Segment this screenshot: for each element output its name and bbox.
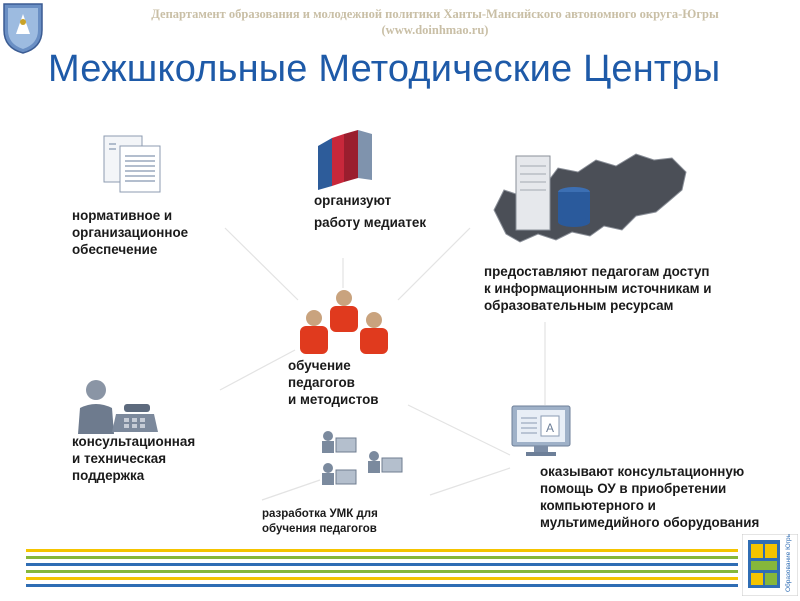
stripe: [26, 584, 738, 587]
stripe: [26, 563, 738, 566]
coat-of-arms-icon: [3, 3, 43, 54]
server-map-wrap: [486, 150, 696, 250]
node-resource-access: предоставляют педагогам доступ к информа…: [484, 264, 712, 313]
documents-icon: [103, 135, 161, 193]
header-website: (www.doinhmao.ru): [381, 23, 489, 37]
documents-icon-wrap: [100, 134, 164, 196]
node-equipment-consulting: оказывают консультационную помощь ОУ в п…: [540, 464, 760, 530]
node-umk-development: разработка УМК для обучения педагогов: [262, 508, 378, 535]
people-group-icon: [300, 290, 388, 354]
node-media-library: организуют работу медиатек: [314, 193, 427, 230]
yugra-logo: Образование Югры: [741, 532, 799, 597]
phone-operator-icon: [78, 380, 158, 434]
computer-class-icon: [322, 431, 403, 485]
server-map-icon: [493, 153, 687, 243]
people-group-wrap: [296, 288, 392, 358]
stripe: [26, 570, 738, 573]
monitor-wrap: A: [510, 404, 572, 460]
header: Департамент образования и молодежной пол…: [110, 6, 760, 38]
svg-text:A: A: [546, 421, 554, 435]
node-teacher-training: обучение педагогов и методистов: [288, 358, 379, 407]
header-department: Департамент образования и молодежной пол…: [151, 7, 719, 21]
books-icon-wrap: [314, 128, 378, 192]
stripe: [26, 577, 738, 580]
yugra-logo-icon: Образование Югры: [741, 532, 799, 597]
books-icon: [318, 130, 372, 190]
monitor-icon: A: [511, 405, 571, 456]
svg-text:Образование Югры: Образование Югры: [784, 534, 792, 592]
node-consulting-support: консультационная и техническая поддержка: [72, 434, 196, 483]
computer-class-wrap: [320, 428, 412, 490]
node-normative-support: нормативное и организационное обеспечени…: [72, 208, 189, 257]
page-title: Межшкольные Методические Центры: [48, 48, 721, 90]
coat-of-arms: [0, 0, 46, 54]
stripe: [26, 549, 738, 552]
operator-wrap: [76, 378, 160, 434]
stripe: [26, 556, 738, 559]
